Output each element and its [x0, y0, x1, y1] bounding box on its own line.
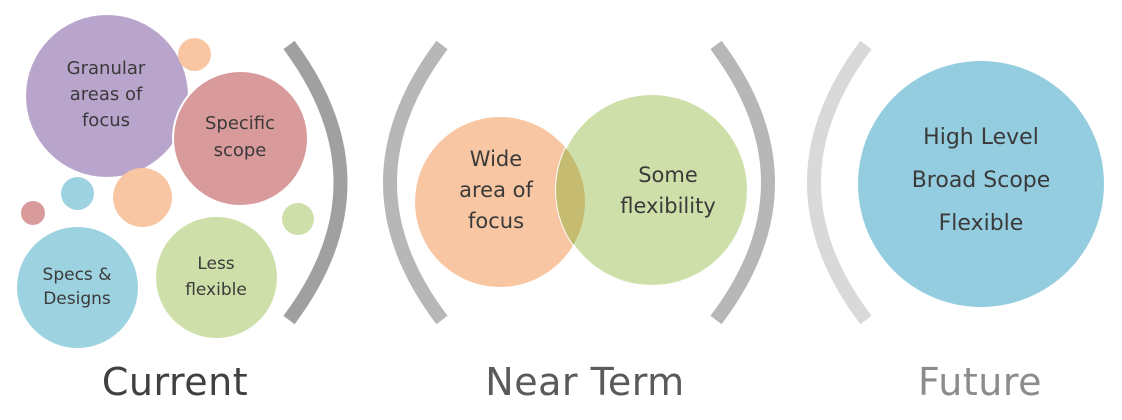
small-peach-bubble: [178, 38, 211, 71]
specific-scope-label: Specific scope: [204, 113, 276, 161]
small-green-bubble: [282, 203, 314, 235]
granular-focus-label: Granular areas of focus: [66, 58, 146, 131]
less-flexible-bubble: [156, 217, 277, 338]
less-flexible-label: Less flexible: [185, 254, 247, 300]
specs-designs-label: Specs & Designs: [42, 265, 112, 309]
heading-future: Future: [917, 360, 1042, 404]
near-term-opening-bracket: [383, 40, 448, 325]
future-line-broad-scope: Broad Scope: [911, 168, 1051, 193]
granular-focus-bubble: [26, 15, 188, 177]
heading-near-term: Near Term: [485, 360, 685, 404]
specific-scope-bubble: [172, 70, 309, 207]
future-line-high-level: High Level: [923, 125, 1039, 150]
near-term-closing-bracket: [710, 40, 775, 325]
medium-peach-bubble: [113, 168, 172, 227]
current-closing-bracket: [283, 40, 348, 325]
future-circle: [858, 61, 1104, 307]
wide-focus-circle: [415, 117, 585, 287]
wide-focus-label: Wide area of focus: [459, 147, 533, 233]
heading-current: Current: [101, 360, 249, 404]
small-blue-bubble: [61, 177, 94, 210]
specs-designs-bubble: [17, 227, 138, 348]
future-opening-bracket: [807, 40, 872, 325]
some-flexibility-label: Some flexibility: [620, 163, 716, 218]
small-rose-bubble: [21, 201, 45, 225]
future-line-flexible: Flexible: [938, 211, 1024, 236]
